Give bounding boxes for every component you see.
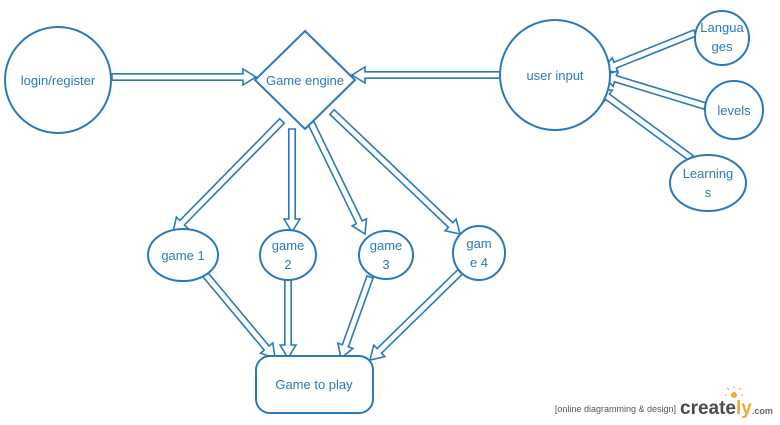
node-game-to-play-label: Game to play [275,377,353,392]
node-user-input-label: user input [526,68,583,83]
watermark-brand: creately.com [680,398,773,419]
node-learnings[interactable]: Learning s [669,154,747,212]
node-game-engine[interactable]: Game engine [253,29,357,131]
arrow-login-to-engine[interactable] [111,67,258,87]
connector-arrows [111,28,707,362]
node-learnings-label-1: Learning [683,166,734,181]
node-game-3[interactable]: game 3 [358,230,414,280]
node-user-input[interactable]: user input [499,19,611,131]
node-game-to-play[interactable]: Game to play [255,355,374,414]
node-game-4[interactable]: gam e 4 [452,225,506,281]
watermark-tagline: [online diagramming & design] [555,404,676,414]
arrow-userinput-to-engine[interactable] [350,65,503,85]
node-game-2[interactable]: game 2 [259,229,317,281]
arrow-engine-to-game1[interactable] [171,117,286,234]
node-game-3-label-2: 3 [382,257,389,272]
node-levels-label: levels [717,103,751,118]
arrow-languages-to-input[interactable] [601,28,698,74]
node-game-2-label-1: game [272,238,305,253]
node-game-4-label-1: gam [466,236,491,251]
arrow-engine-to-game4[interactable] [328,108,462,236]
arrow-game4-to-play[interactable] [368,268,464,362]
node-game-1[interactable]: game 1 [147,228,219,282]
node-learnings-label-2: s [705,185,712,200]
arrow-engine-to-game3[interactable] [307,120,368,236]
arrow-game3-to-play[interactable] [336,274,375,360]
node-levels[interactable]: levels [704,80,764,140]
node-game-engine-label: Game engine [266,73,344,88]
watermark-brand-suffix: .com [752,406,773,416]
arrow-game2-to-play[interactable] [278,279,298,360]
node-languages-label-2: ges [712,39,733,54]
watermark-brand-main: create [680,398,736,419]
node-game-3-label-1: game [370,238,403,253]
arrow-engine-to-game2[interactable] [282,128,302,234]
node-login-register[interactable]: login/register [4,26,112,134]
node-game-1-label: game 1 [161,248,204,263]
node-game-2-label-2: 2 [284,257,291,272]
node-game-4-label-2: e 4 [470,255,488,270]
sun-icon [725,386,743,398]
node-languages[interactable]: Langua ges [694,10,750,66]
creately-watermark: [online diagramming & design] creately.c… [555,386,773,419]
node-login-register-label: login/register [21,73,96,88]
arrow-game1-to-play[interactable] [200,269,276,360]
node-languages-label-1: Langua [700,20,744,35]
watermark-brand-accent: ly [736,398,752,419]
